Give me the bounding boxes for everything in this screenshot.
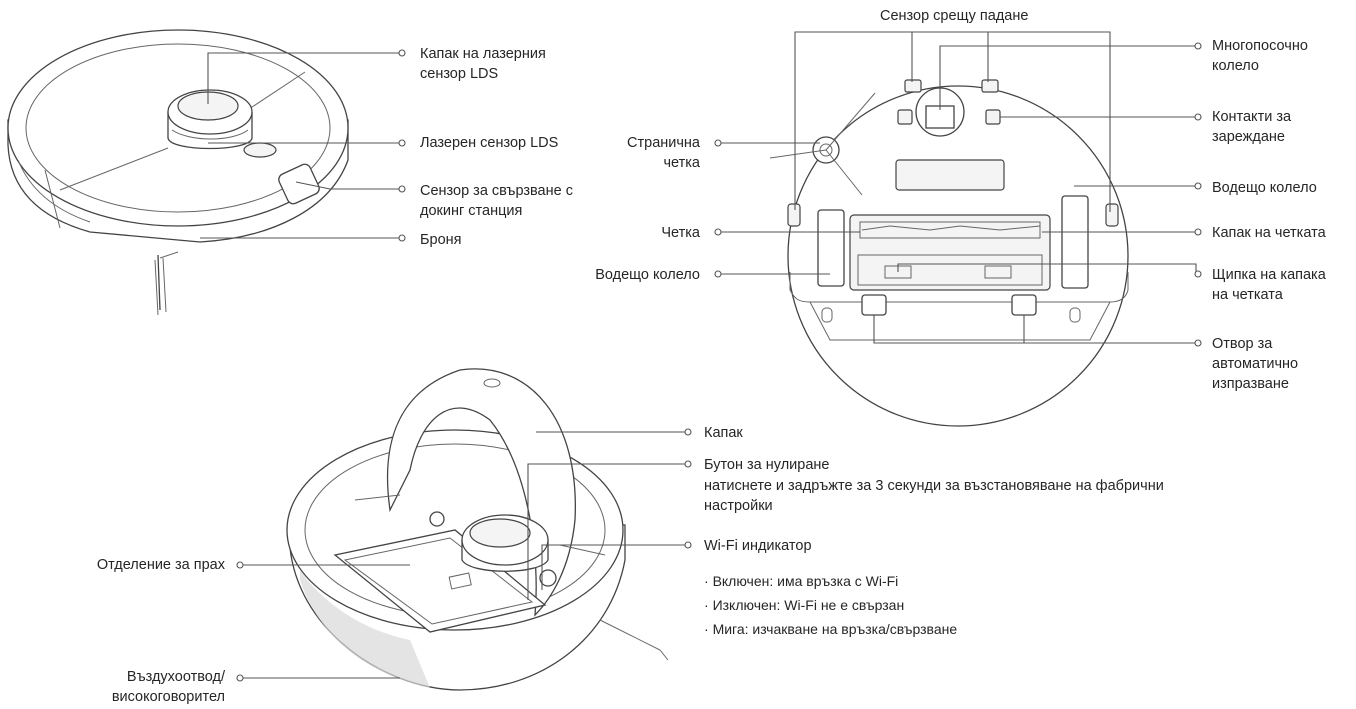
label-lds-cover: Капак на лазерния сензор LDS — [420, 46, 546, 82]
label-drive-wheel-right: Водещо колело — [1212, 180, 1317, 196]
label-brush-cover: Капак на четката — [1212, 225, 1326, 241]
robot-lid-open — [286, 368, 669, 691]
label-dock-sensor: Сензор за свързване с докинг станция — [420, 183, 573, 219]
wifi-state-blink: · Мига: изчакване на връзка/свързване — [704, 621, 958, 637]
label-lid: Капак — [704, 425, 743, 441]
label-omni-wheel: Многопосочно колело — [1212, 38, 1308, 74]
wifi-state-on: · Включен: има връзка с Wi-Fi — [704, 573, 899, 589]
label-reset-desc: натиснете и задръжте за 3 секунди за въз… — [704, 478, 1164, 514]
robot-top-view — [7, 29, 349, 316]
wifi-state-off: · Изключен: Wi-Fi не е свързан — [704, 597, 905, 613]
lds-turret — [167, 89, 253, 150]
lid-dust-turret — [461, 514, 549, 572]
label-auto-empty-port: Отвор за автоматично изпразване — [1212, 336, 1299, 392]
label-charge-contacts: Контакти за зареждане — [1212, 109, 1292, 145]
label-reset-button: Бутон за нулиране — [704, 457, 830, 473]
label-air-outlet: Въздухоотвод/ високоговорител — [111, 669, 225, 705]
label-drive-wheel-left: Водещо колело — [595, 267, 700, 283]
top-left-callouts — [200, 49, 406, 242]
label-brush-cover-clip: Щипка на капака на четката — [1212, 267, 1326, 303]
label-lds-sensor: Лазерен сензор LDS — [420, 135, 559, 151]
bottom-callouts — [236, 428, 692, 682]
label-brush: Четка — [661, 225, 700, 241]
label-side-brush: Странична четка — [627, 135, 700, 171]
label-dust-bin: Отделение за прах — [96, 557, 225, 573]
label-wifi-indicator: Wi-Fi индикатор — [704, 538, 812, 554]
top-right-callouts — [714, 31, 1202, 347]
label-cliff-sensor: Сензор срещу падане — [880, 8, 1029, 24]
robot-bottom-view — [769, 79, 1129, 427]
label-bumper: Броня — [420, 232, 462, 248]
